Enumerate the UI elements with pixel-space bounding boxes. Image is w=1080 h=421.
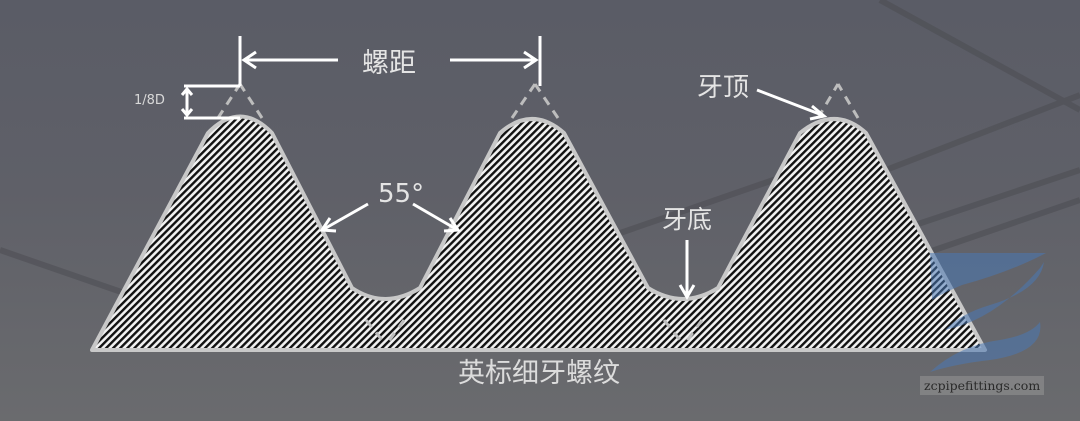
watermark: zcpipefittings.com <box>920 376 1045 395</box>
thread-profile <box>90 114 987 352</box>
brand-logo-icon <box>930 253 1046 372</box>
root-label: 牙底 <box>662 205 713 234</box>
eighth-depth-label: 1/8D <box>134 93 165 108</box>
angle-arrows <box>319 202 461 233</box>
diagram-title: 英标细牙螺纹 <box>458 358 620 389</box>
crest-label: 牙顶 <box>697 73 750 103</box>
theoretical-profile-dashes <box>216 83 860 346</box>
root-arrow <box>678 240 696 300</box>
crest-arrow <box>756 88 828 121</box>
pitch-dimension <box>238 36 542 86</box>
angle-label: 55° <box>378 179 425 209</box>
pitch-label: 螺距 <box>362 48 416 79</box>
eighth-depth-dimension <box>180 84 240 120</box>
